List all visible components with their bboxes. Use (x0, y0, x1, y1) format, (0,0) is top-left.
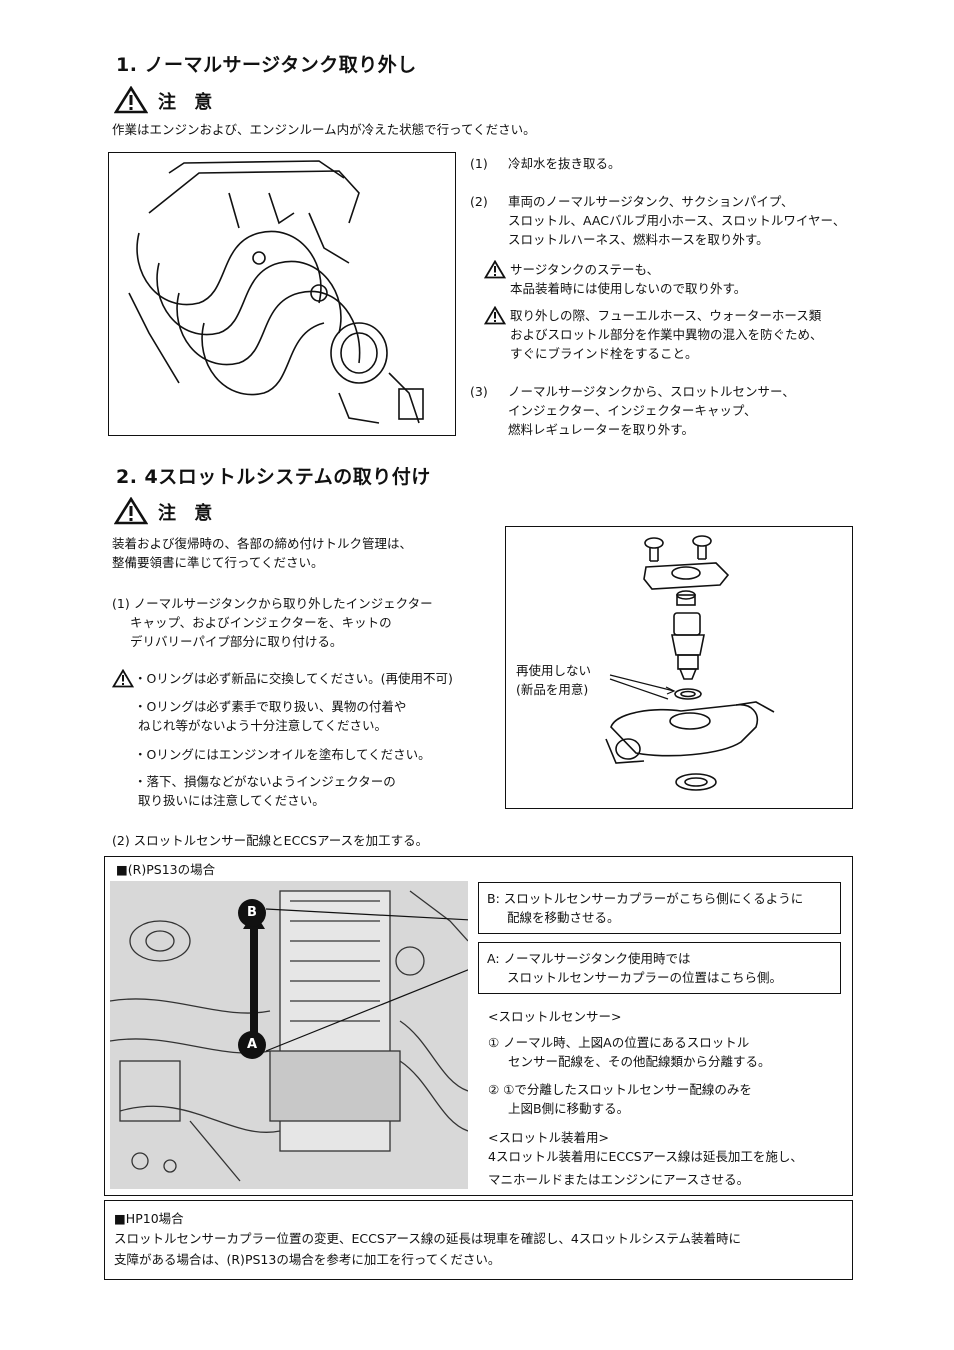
marker-b: B (238, 899, 266, 927)
engine-bay-photo: B A (110, 881, 468, 1189)
oring-note-4: ・落下、損傷などがないようインジェクターの 取り扱いには注意してください。 (134, 774, 396, 808)
warning-icon (114, 497, 148, 525)
sensor-step-2: ② ①で分離したスロットルセンサー配線のみを 上図B側に移動する。 (488, 1082, 752, 1116)
caution-text: 装着および復帰時の、各部の締め付けトルク管理は、 整備要領書に準じて行ってくださ… (112, 536, 413, 570)
caution-label: 注 意 (158, 92, 219, 113)
oring-note-2: ・Oリングは必ず素手で取り扱い、異物の付着や ねじれ等がないよう十分注意してくだ… (134, 699, 407, 733)
manifold-illustration (108, 152, 456, 436)
step1-number: (1) (470, 156, 488, 171)
install-step2: (2) スロットルセンサー配線とECCSアースを加工する。 (112, 833, 429, 848)
warning-icon (484, 306, 506, 325)
injector-exploded-drawing (605, 535, 775, 791)
warning-icon (114, 86, 148, 114)
step1-text: 冷却水を抜き取る。 (508, 156, 621, 171)
caution-text: 作業はエンジンおよび、エンジンルーム内が冷えた状態で行ってください。 (112, 122, 536, 137)
caution-label: 注 意 (158, 503, 219, 524)
section1-title: 1. ノーマルサージタンク取り外し (116, 54, 417, 76)
step3-text: ノーマルサージタンクから、スロットルセンサー、 インジェクター、インジェクターキ… (508, 384, 795, 437)
step3-number: (3) (470, 384, 488, 399)
section2-title: 2. 4スロットルシステムの取り付け (116, 466, 431, 488)
callout-a: A: ノーマルサージタンク使用時では スロットルセンサーカプラーの位置はこちら側… (478, 942, 841, 994)
callout-b-text: B: スロットルセンサーカプラーがこちら側にくるように (487, 891, 804, 906)
hp10-box (104, 1200, 853, 1280)
callout-a-text: A: ノーマルサージタンク使用時では (487, 951, 691, 966)
ps13-box (104, 856, 853, 1196)
warning-icon (112, 669, 134, 688)
hp10-text: スロットルセンサーカプラー位置の変更、ECCSアース線の延長は現車を確認し、4ス… (114, 1231, 741, 1267)
callout-b: B: スロットルセンサーカプラーがこちら側にくるように 配線を移動させる。 (478, 882, 841, 934)
oring-note-3: ・Oリングにはエンジンオイルを塗布してください。 (134, 747, 431, 762)
ps13-heading: ■(R)PS13の場合 (116, 862, 216, 877)
sensor-step-1: ① ノーマル時、上図Aの位置にあるスロットル センサー配線を、その他配線類から分… (488, 1035, 771, 1069)
hp10-heading: ■HP10場合 (114, 1211, 184, 1226)
injector-diagram: 再使用しない (新品を用意) (505, 526, 853, 809)
step2-number: (2) (470, 194, 488, 209)
warning1-text: サージタンクのステーも、 本品装着時には使用しないので取り外す。 (510, 262, 747, 296)
engine-bay-drawing (110, 881, 468, 1189)
install-step1: (1) ノーマルサージタンクから取り外したインジェクター キャップ、およびインジ… (112, 596, 433, 649)
oring-note-1: ・Oリングは必ず新品に交換してください。(再使用不可) (134, 671, 453, 686)
marker-a: A (238, 1031, 266, 1059)
diagram-label: 再使用しない (新品を用意) (516, 663, 592, 697)
engine-manifold-drawing (128, 160, 424, 424)
warning2-text: 取り外しの際、フューエルホース、ウォーターホース類 およびスロットル部分を作業中… (510, 308, 823, 361)
warning-icon (484, 260, 506, 279)
mount-heading: <スロットル装着用> (488, 1130, 609, 1145)
mount-text: 4スロットル装着用にECCSアース線は延長加工を施し、 マニホールドまたはエンジ… (488, 1149, 803, 1187)
step2-text: 車両のノーマルサージタンク、サクションパイプ、 スロットル、AACバルブ用小ホー… (508, 194, 846, 247)
sensor-heading: <スロットルセンサー> (488, 1009, 622, 1024)
